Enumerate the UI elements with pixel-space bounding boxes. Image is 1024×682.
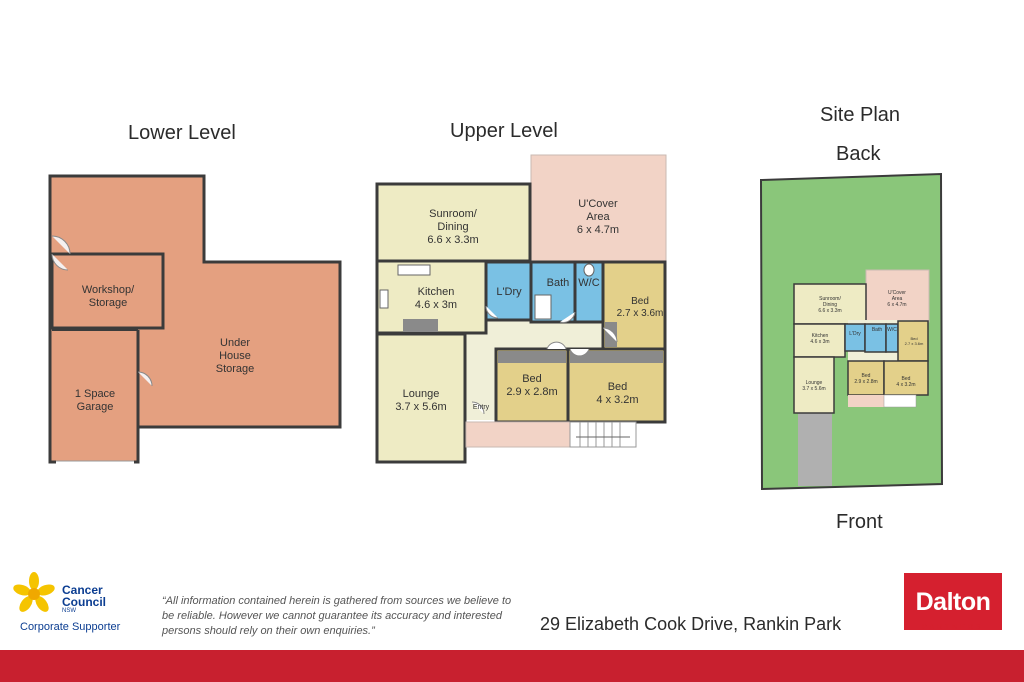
ucover-area <box>530 154 667 263</box>
site-plan-title: Site Plan <box>820 104 901 126</box>
entry-label: Entry <box>472 404 490 411</box>
sunroom-dining-room <box>375 182 532 263</box>
cancer-council-name-2: Council <box>62 595 106 609</box>
site-wc-label: W/C <box>887 327 897 333</box>
dalton-logo-subtext: PARTNERS <box>922 624 984 631</box>
wc-label: W/C <box>578 277 600 289</box>
site-front-label: Front <box>836 511 883 533</box>
dalton-logo <box>904 573 1002 630</box>
workshop-label: Workshop/Storage <box>81 284 135 309</box>
dalton-logo-text: Dalton <box>915 588 991 616</box>
site-plan <box>759 172 944 491</box>
front-stairs <box>569 421 637 448</box>
upper-level-plan <box>375 154 667 464</box>
site-bath-label: Bath <box>871 327 883 333</box>
lower-level-plan <box>48 174 342 464</box>
daffodil-icon <box>13 572 55 612</box>
front-deck <box>465 421 571 448</box>
upper-level-title: Upper Level <box>450 120 558 142</box>
property-address: 29 Elizabeth Cook Drive, Rankin Park <box>540 614 842 634</box>
cancer-council-state: NSW <box>62 608 76 614</box>
site-back-label: Back <box>836 143 881 165</box>
laundry-label: L'Dry <box>496 286 522 298</box>
bath-label: Bath <box>546 277 570 289</box>
disclaimer-text: “All information contained herein is gat… <box>162 595 512 637</box>
site-laundry-label: L'Dry <box>849 331 861 337</box>
footer-band <box>0 650 1024 682</box>
cancer-council-name-1: Cancer <box>62 583 103 597</box>
workshop-storage-room <box>50 252 165 330</box>
corporate-supporter-text: Corporate Supporter <box>20 621 121 633</box>
driveway <box>798 413 832 486</box>
lounge-room <box>375 332 467 464</box>
lower-level-title: Lower Level <box>128 122 236 144</box>
